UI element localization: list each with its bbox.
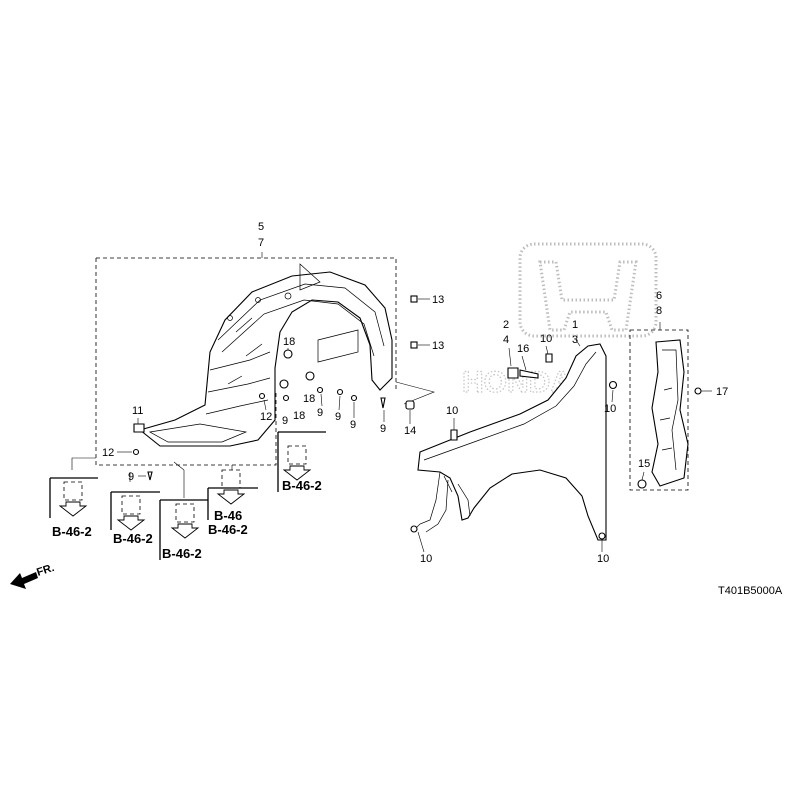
callout-3: 3	[572, 334, 578, 346]
honda-watermark: HONDA	[461, 242, 658, 400]
callout-15: 15	[638, 458, 650, 470]
callout-10-left: 10	[446, 405, 458, 417]
clip-18-b	[305, 371, 315, 381]
bolt-16	[519, 369, 539, 379]
front-direction-indicator: FR.	[10, 562, 56, 589]
ref-label-b-46-2-c: B-46-2	[162, 546, 202, 561]
callout-2: 2	[503, 319, 509, 331]
front-fender	[410, 339, 618, 541]
callout-13-a: 13	[432, 294, 444, 306]
callout-14: 14	[404, 425, 416, 437]
fender-seal	[651, 339, 689, 487]
callout-18-c: 18	[293, 410, 305, 422]
clip-9-b	[336, 388, 344, 396]
callout-9-c: 9	[335, 411, 341, 423]
ref-arrow-2	[116, 495, 146, 531]
callout-17: 17	[716, 386, 728, 398]
ref-arrow-3	[170, 503, 200, 539]
ref-arrow-5	[282, 445, 312, 481]
nut-13-lower	[410, 341, 418, 349]
callout-10-bottom-right: 10	[597, 553, 609, 565]
callout-10-top: 10	[540, 333, 552, 345]
clip-9-d	[282, 394, 290, 402]
grommet-14	[405, 400, 415, 410]
ref-arrow-4	[216, 469, 246, 505]
ref-label-b-46-2-e: B-46-2	[208, 522, 248, 537]
ref-label-b-46-2-d: B-46-2	[282, 478, 322, 493]
callout-9-low: 9	[128, 471, 134, 483]
fender-liner-group	[95, 252, 435, 466]
callout-6: 6	[656, 290, 662, 302]
clip-11	[133, 423, 145, 433]
callout-8: 8	[656, 305, 662, 317]
front-arrow-icon	[10, 572, 38, 589]
screw-9-low	[147, 471, 153, 481]
screw-9-e	[380, 397, 386, 409]
callout-10-right: 10	[604, 403, 616, 415]
callout-numbers: 5 7 13 13 18 18 18 12 9 9 9 9 9 14 11 12…	[102, 221, 728, 565]
seal-clip-15	[637, 479, 647, 489]
liner-hardware	[117, 295, 430, 481]
bolt-10-bottom	[598, 532, 606, 540]
clip-12-a	[258, 392, 266, 400]
callout-9-a: 9	[282, 415, 288, 427]
ref-label-b-46-2-b: B-46-2	[113, 531, 153, 546]
ref-arrow-1	[58, 481, 88, 517]
callout-18-a: 18	[283, 336, 295, 348]
front-label: FR.	[35, 562, 56, 579]
callout-11: 11	[132, 405, 143, 417]
callout-12-a: 12	[260, 411, 272, 423]
seal-clip-17	[694, 387, 702, 395]
bolt-10-left	[450, 429, 458, 441]
clip-12-b	[132, 448, 140, 456]
fender-seal-group	[629, 322, 712, 491]
clip-18-a	[283, 349, 293, 359]
callout-12-b: 12	[102, 447, 114, 459]
bolt-10-top	[545, 353, 553, 363]
callout-9-b: 9	[317, 407, 323, 419]
bracket-2-4	[507, 367, 519, 379]
callout-4: 4	[503, 334, 509, 346]
callout-13-b: 13	[432, 340, 444, 352]
diagram-code: T401B5000A	[718, 585, 783, 597]
clip-9-a	[316, 386, 324, 394]
callout-18-b: 18	[303, 393, 315, 405]
fender-liner	[138, 271, 393, 447]
callout-7: 7	[258, 237, 264, 249]
ref-label-b-46: B-46	[214, 508, 242, 523]
reference-boxes: B-46-2 B-46-2 B-46-2 B-46-2 B-46 B-46-2	[49, 431, 326, 561]
clip-18-c	[279, 379, 289, 389]
callout-16: 16	[517, 343, 529, 355]
ref-label-b-46-2-a: B-46-2	[52, 524, 92, 539]
clip-9-c	[350, 394, 358, 402]
leader-lines	[137, 345, 645, 553]
callout-5: 5	[258, 221, 264, 233]
callout-9-d: 9	[350, 419, 356, 431]
callout-1: 1	[572, 319, 578, 331]
callout-10-bottom-left: 10	[420, 553, 432, 565]
bolt-10-right	[608, 380, 618, 390]
callout-9-e: 9	[380, 423, 386, 435]
nut-13-upper	[410, 295, 418, 303]
